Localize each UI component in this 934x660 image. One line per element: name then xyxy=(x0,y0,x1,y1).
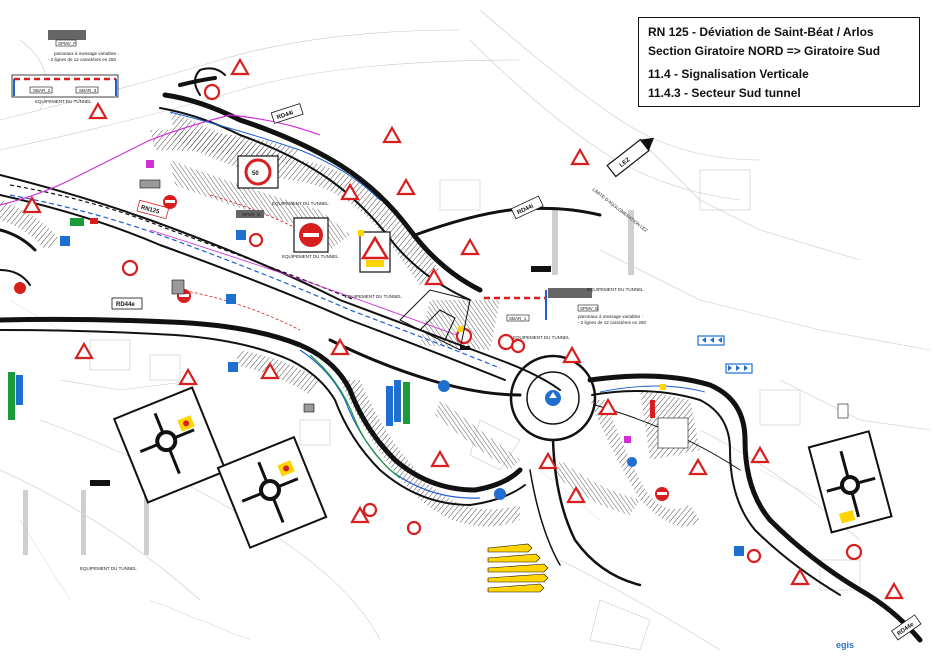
warning-triangle-signs xyxy=(22,57,904,600)
rd44e-label-1: RD44e xyxy=(116,302,135,308)
mandatory-direction-signs xyxy=(60,230,753,556)
road-tag-rd44i-2: RD44i xyxy=(510,195,544,220)
spmv-f-label: SPMV_F xyxy=(58,41,76,46)
black-markers xyxy=(90,266,551,486)
title-line-4: 11.4.3 - Secteur Sud tunnel xyxy=(648,86,801,100)
equip-label-3: EQUIPEMENT DU TUNNEL xyxy=(272,201,329,206)
sbar1-label: SBAR_1 xyxy=(509,316,527,321)
road-tag-rn125: RN125 xyxy=(136,199,170,220)
equip-label-6: EQUIPEMENT DU TUNNEL xyxy=(587,287,644,292)
rd44i-label-1: RD44i xyxy=(276,110,294,121)
rn125-label: RN125 xyxy=(140,205,160,216)
barrier-sbar-1: SBAR_1 SPMV_B panneaux à message variabl… xyxy=(484,288,647,340)
equip-label-7: EQUIPEMENT DU TUNNEL xyxy=(80,566,137,571)
title-line-3: 11.4 - Signalisation Verticale xyxy=(648,67,809,81)
equip-label-2: EQUIPEMENT DU TUNNEL xyxy=(513,335,570,340)
tunnel-equipment-bars xyxy=(23,210,634,555)
roundabout-panel-3 xyxy=(807,430,893,534)
background-topography xyxy=(0,9,931,651)
pmv-f: SPMV_F panneaux à message variables : - … xyxy=(48,30,119,62)
road-tag-rd44e-1: RD44e xyxy=(111,297,143,310)
title-block: RN 125 - Déviation de Saint-Béat / Arlos… xyxy=(638,17,920,107)
company-logo: egis xyxy=(836,640,854,650)
roundabout-panel-1 xyxy=(112,386,228,504)
warning-sign-panel xyxy=(359,231,391,273)
grey-structures xyxy=(139,179,849,449)
roundabout-panel-2 xyxy=(216,435,328,549)
logo-text: egis xyxy=(836,640,855,650)
pmv-lines-1: - 2 lignes de 12 caractères en 250 xyxy=(48,57,117,62)
sbar2-label: SBAR_2 xyxy=(33,88,51,93)
equip-label-4: EQUIPEMENT DU TUNNEL xyxy=(282,254,339,259)
pmv-e: SPMV_E xyxy=(236,210,264,218)
title-line-1: RN 125 - Déviation de Saint-Béat / Arlos xyxy=(648,25,874,39)
title-line-2: Section Giratoire NORD => Giratoire Sud xyxy=(648,44,881,58)
prohibition-signs xyxy=(14,83,863,564)
spmv-b-label: SPMV_B xyxy=(580,306,598,311)
barrier-sbar-2-3: SBAR_2 SBAR_3 EQUIPEMENT DU TUNNEL xyxy=(11,74,119,104)
spmv-e-label: SPMV_E xyxy=(242,212,260,217)
road-tag-rd44i-1: RD44i xyxy=(270,103,304,124)
lez-label: LEZ xyxy=(619,157,632,169)
equip-label-5: EQUIPEMENT DU TUNNEL xyxy=(345,294,402,299)
pmv-desc-2: panneaux à message variables : xyxy=(578,314,643,319)
agglomeration-limit-label: LIMITE D'AGGLOMERATION LEZ xyxy=(591,187,648,233)
equip-label-1: EQUIPEMENT DU TUNNEL xyxy=(35,99,92,104)
tunnel-portal xyxy=(399,289,471,351)
pmv-desc-1: panneaux à message variables : xyxy=(54,51,119,56)
road-network xyxy=(0,67,923,643)
pmv-lines-2: - 2 lignes de 12 caractères en 250 xyxy=(578,320,647,325)
lez-town-sign: LEZ xyxy=(606,137,655,178)
direction-fingerposts-yellow xyxy=(487,543,549,593)
speed-value: 50 xyxy=(252,171,259,177)
sbar3-label: SBAR_3 xyxy=(79,88,97,93)
direction-fingerposts-blue xyxy=(8,372,655,426)
speed-limit-sign-panel: 50 xyxy=(237,155,279,189)
small-markers xyxy=(70,160,666,443)
no-entry-sign-panel xyxy=(293,217,329,253)
